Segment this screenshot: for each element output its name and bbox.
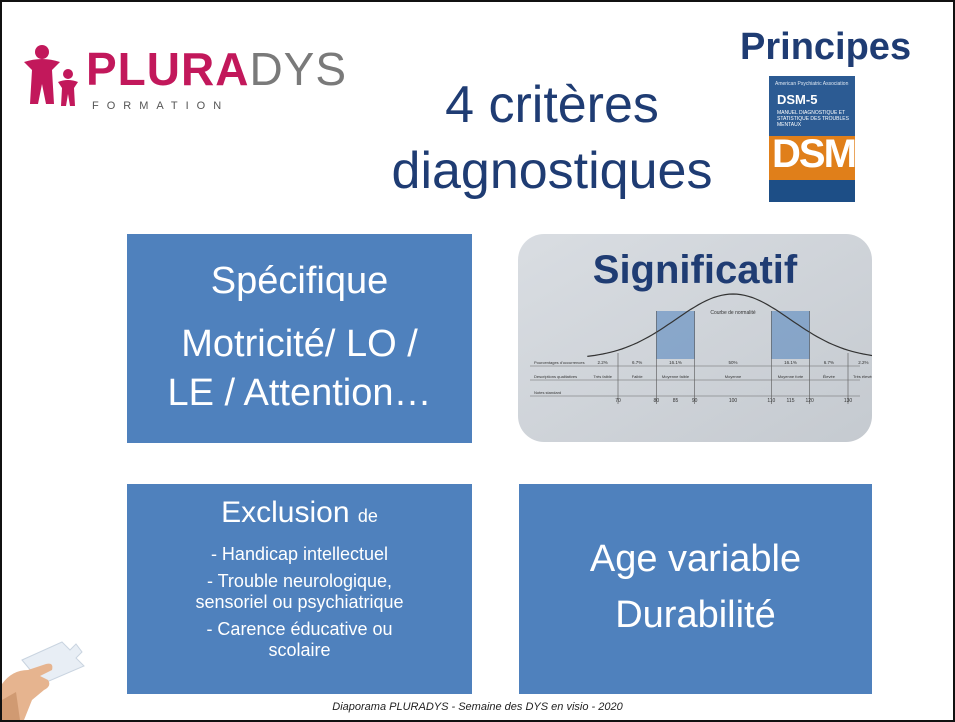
description-label: Faible bbox=[632, 374, 644, 379]
row-label: Descriptions qualitatives bbox=[534, 374, 577, 379]
corner-title: Principes bbox=[740, 26, 912, 68]
list-item: - Trouble neurologique, sensoriel ou psy… bbox=[195, 571, 404, 612]
pluradys-logo: PLURADYS FORMATION bbox=[20, 40, 346, 120]
exclusion-heading: Exclusion de bbox=[221, 496, 378, 529]
dsm5-book-cover: American Psychiatric Association DSM-5 M… bbox=[769, 76, 855, 202]
criterion-exclusion: Exclusion de - Handicap intellectuel - T… bbox=[127, 484, 472, 694]
specifique-domains: Motricité/ LO / LE / Attention… bbox=[167, 323, 432, 414]
criterion-specifique: Spécifique Motricité/ LO / LE / Attentio… bbox=[127, 234, 472, 443]
percentage-label: 2.2% bbox=[858, 360, 868, 365]
logo-subtitle: FORMATION bbox=[92, 100, 230, 112]
score-tick-label: 80 bbox=[654, 398, 660, 404]
curve-title: Courbe de normalité bbox=[710, 310, 756, 316]
score-tick-label: 110 bbox=[767, 398, 775, 404]
book-name: DSM-5 bbox=[777, 92, 818, 107]
family-figures-icon bbox=[24, 45, 78, 106]
list-item: - Handicap intellectuel bbox=[210, 544, 389, 564]
score-tick-label: 100 bbox=[729, 398, 738, 404]
book-orange-band bbox=[769, 136, 855, 180]
specifique-heading: Spécifique bbox=[210, 260, 389, 302]
book-publisher: American Psychiatric Association bbox=[775, 81, 849, 87]
title-line-2: diagnostiques bbox=[391, 142, 713, 200]
row-label: Pourcentages d'occurrences bbox=[534, 360, 585, 365]
percentage-label: 6.7% bbox=[824, 360, 834, 365]
score-tick-label: 115 bbox=[787, 398, 795, 404]
score-tick-label: 130 bbox=[844, 398, 853, 404]
description-label: Moyenne faible bbox=[662, 374, 690, 379]
score-tick-label: 120 bbox=[805, 398, 814, 404]
title-line-1: 4 critères bbox=[445, 76, 659, 134]
exclusion-list: - Handicap intellectuel - Trouble neurol… bbox=[127, 544, 472, 667]
band-moyenne-forte bbox=[771, 311, 810, 359]
score-tick-label: 70 bbox=[615, 398, 621, 404]
book-cover-mark: DSM bbox=[772, 132, 855, 176]
significatif-heading: Significatif bbox=[592, 248, 798, 292]
percentage-label: 2.2% bbox=[598, 360, 608, 365]
description-label: Moyenne bbox=[725, 374, 742, 379]
footer-text: Diaporama PLURADYS - Semaine des DYS en … bbox=[332, 701, 623, 713]
band-moyenne-faible bbox=[656, 311, 695, 359]
percentage-label: 50% bbox=[728, 360, 737, 365]
description-label: Moyenne forte bbox=[778, 374, 804, 379]
hand-puzzle-icon bbox=[2, 641, 85, 720]
book-subtitle: MANUEL DIAGNOSTIQUE ET STATISTIQUE DES T… bbox=[777, 110, 849, 128]
normal-curve bbox=[587, 293, 872, 357]
row-label: Notes standard bbox=[534, 390, 561, 395]
logo-wordmark: PLURADYS bbox=[86, 43, 348, 95]
percentage-label: 6.7% bbox=[632, 360, 642, 365]
criterion-age: Age variable Durabilité bbox=[519, 484, 872, 694]
description-label: Très élevée bbox=[853, 374, 872, 379]
age-line-2: Durabilité bbox=[615, 594, 776, 636]
description-label: Élevée bbox=[823, 374, 836, 379]
list-item: - Carence éducative ou scolaire bbox=[206, 619, 393, 660]
book-bottom-band bbox=[769, 180, 855, 202]
slide-title: 4 critères diagnostiques bbox=[342, 72, 762, 204]
score-tick-label: 90 bbox=[692, 398, 698, 404]
score-tick-label: 85 bbox=[673, 398, 679, 404]
description-label: Très faible bbox=[593, 374, 612, 379]
age-line-1: Age variable bbox=[589, 538, 802, 580]
percentage-label: 16.1% bbox=[669, 360, 682, 365]
percentage-label: 16.1% bbox=[784, 360, 797, 365]
